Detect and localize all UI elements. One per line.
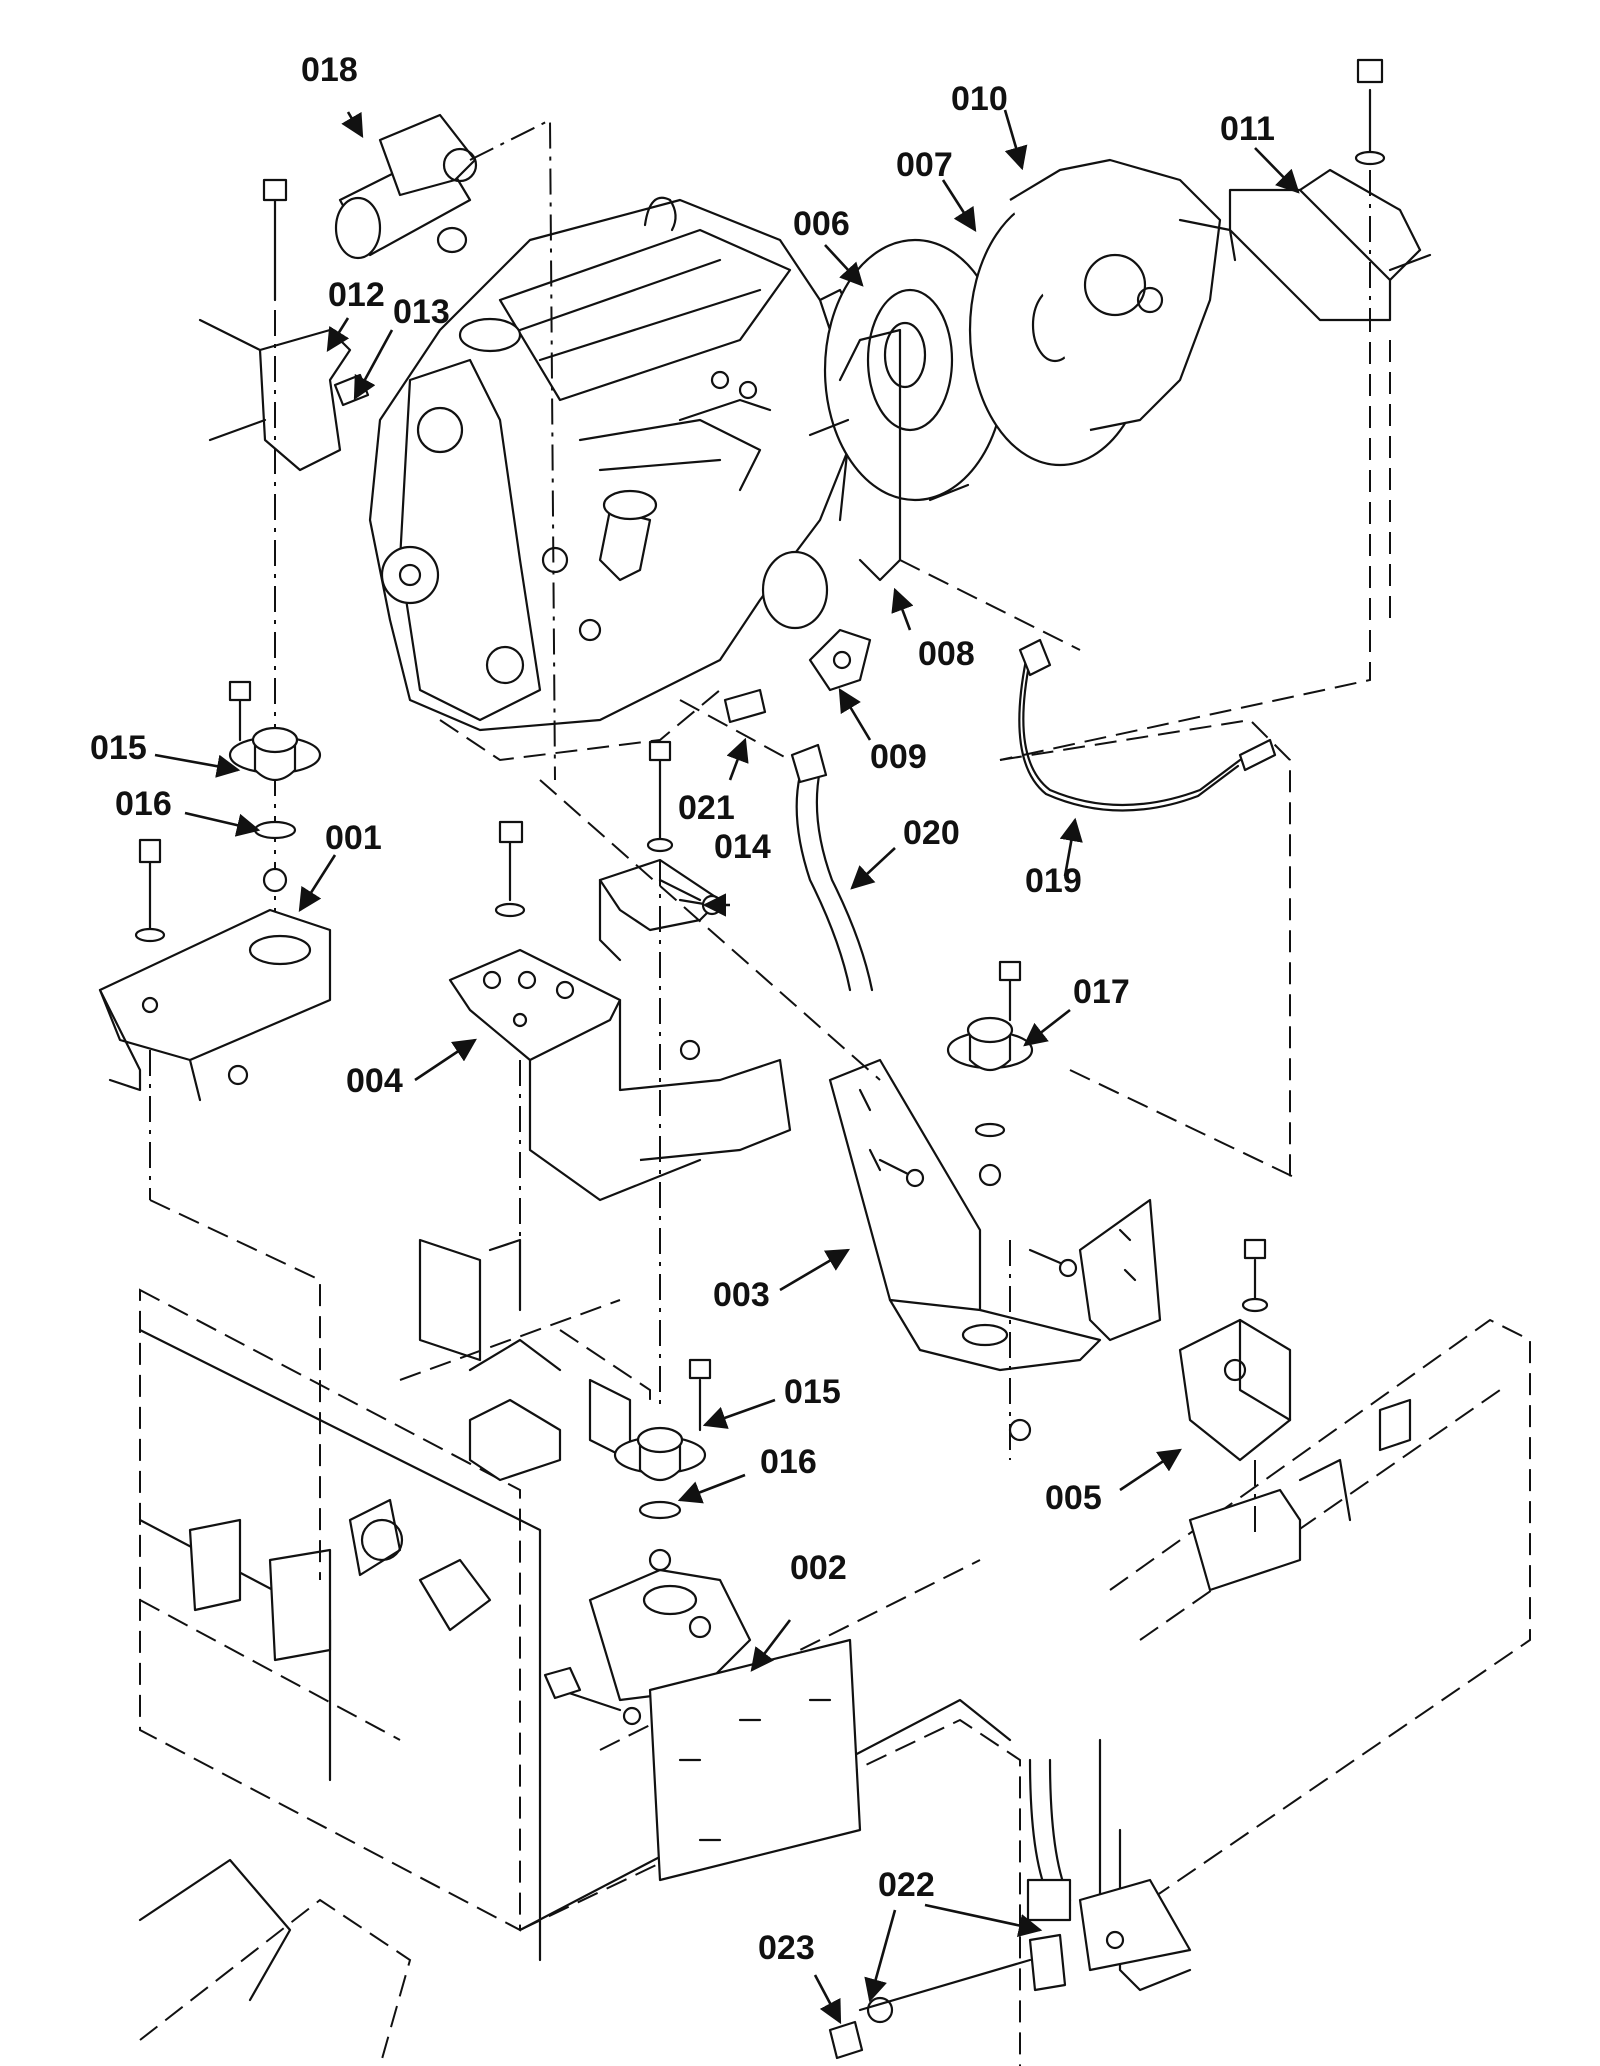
callout-015-upper: 015 xyxy=(90,729,147,767)
oil-drain-hose-020 xyxy=(679,688,874,992)
callout-004: 004 xyxy=(346,1062,403,1100)
callout-005: 005 xyxy=(1045,1479,1102,1517)
callout-021: 021 xyxy=(678,789,735,827)
callout-013: 013 xyxy=(393,293,450,331)
callout-006: 006 xyxy=(793,205,850,243)
callout-019: 019 xyxy=(1025,862,1082,900)
rubber-mount-017 xyxy=(946,960,1034,1187)
callout-labels: 018 010 011 007 006 012 013 008 009 021 … xyxy=(90,51,1275,1967)
engine-mount-001 xyxy=(98,838,332,1200)
callout-008: 008 xyxy=(918,635,975,673)
callout-010: 010 xyxy=(951,80,1008,118)
bracket-014 xyxy=(598,740,723,1410)
callout-012: 012 xyxy=(328,276,385,314)
callout-009: 009 xyxy=(870,738,927,776)
callout-014: 014 xyxy=(714,828,771,866)
engine-mount-002 xyxy=(543,1358,862,1882)
assembly-projection-lines xyxy=(149,310,1391,1580)
callout-018: 018 xyxy=(301,51,358,89)
callout-022: 022 xyxy=(878,1866,935,1904)
rubber-mount-upper xyxy=(228,680,322,893)
leader-arrows xyxy=(154,109,1300,2025)
callout-016-lower: 016 xyxy=(760,1443,817,1481)
callout-011: 011 xyxy=(1220,110,1275,148)
callout-001: 001 xyxy=(325,819,382,857)
callout-023: 023 xyxy=(758,1929,815,1967)
transmission-support-003 xyxy=(828,1058,1162,1460)
callout-015-lower: 015 xyxy=(784,1373,841,1411)
flywheel-and-housing xyxy=(808,158,1237,692)
engine-support-004 xyxy=(448,820,792,1300)
bracket-005 xyxy=(1178,1238,1292,1540)
starter-motor xyxy=(334,113,556,781)
callout-017: 017 xyxy=(1073,973,1130,1011)
rear-bracket-011 xyxy=(1228,58,1432,322)
engine-assembly xyxy=(368,196,862,762)
ground-cable-019 xyxy=(999,638,1301,1181)
callout-007: 007 xyxy=(896,146,953,184)
callout-020: 020 xyxy=(903,814,960,852)
callout-002: 002 xyxy=(790,1549,847,1587)
drain-fittings xyxy=(828,1758,1072,2060)
callout-016-upper: 016 xyxy=(115,785,172,823)
callout-003: 003 xyxy=(713,1276,770,1314)
